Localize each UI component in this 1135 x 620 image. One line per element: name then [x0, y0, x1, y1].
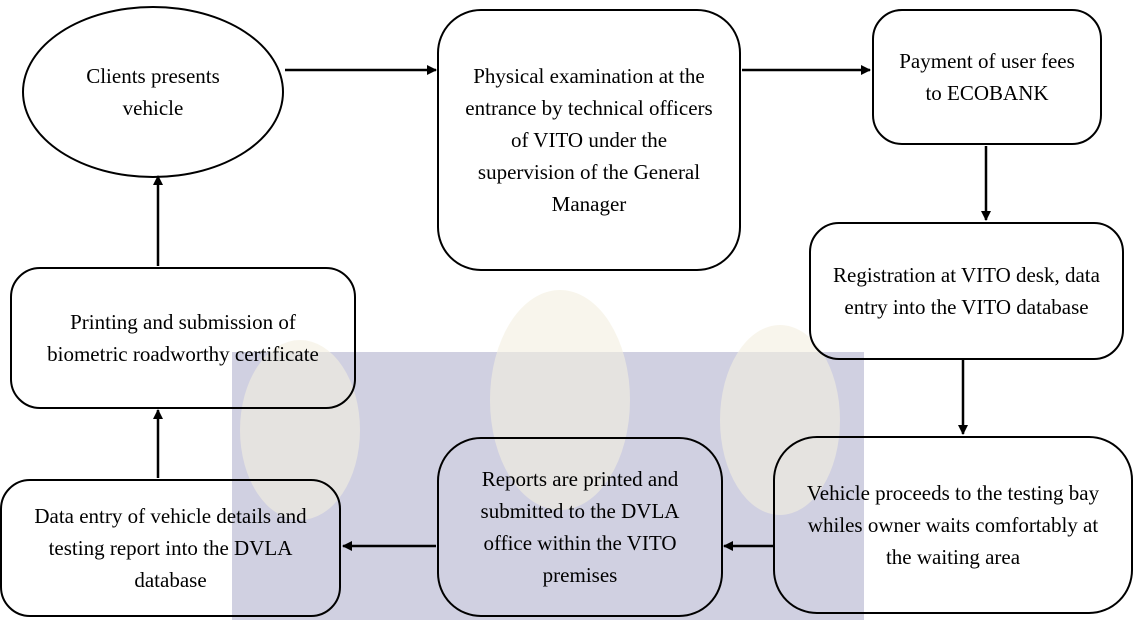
node-printing-certificate: Printing and submission of biometric roa… [10, 267, 356, 409]
node-data-entry-label: Data entry of vehicle details and testin… [34, 504, 307, 592]
node-payment-label: Payment of user fees to ECOBANK [899, 49, 1075, 105]
node-clients-label: Clients presents vehicle [86, 64, 220, 120]
node-physical-examination: Physical examination at the entrance by … [437, 9, 741, 271]
node-registration-label: Registration at VITO desk, data entry in… [833, 263, 1100, 319]
node-registration-vito: Registration at VITO desk, data entry in… [809, 222, 1124, 360]
node-clients-presents-vehicle: Clients presents vehicle [22, 6, 284, 178]
connectors [153, 65, 991, 551]
node-vehicle-testing-bay: Vehicle proceeds to the testing bay whil… [773, 436, 1133, 614]
watermark-leaf-center [490, 290, 630, 510]
node-data-entry-dvla: Data entry of vehicle details and testin… [0, 479, 341, 617]
node-payment-ecobank: Payment of user fees to ECOBANK [872, 9, 1102, 145]
node-reports-label: Reports are printed and submitted to the… [480, 467, 680, 587]
node-printing-label: Printing and submission of biometric roa… [47, 310, 319, 366]
node-reports-printed: Reports are printed and submitted to the… [437, 437, 723, 617]
node-vehicle-testing-label: Vehicle proceeds to the testing bay whil… [806, 481, 1100, 569]
node-physical-label: Physical examination at the entrance by … [465, 64, 713, 216]
watermark [232, 290, 864, 620]
